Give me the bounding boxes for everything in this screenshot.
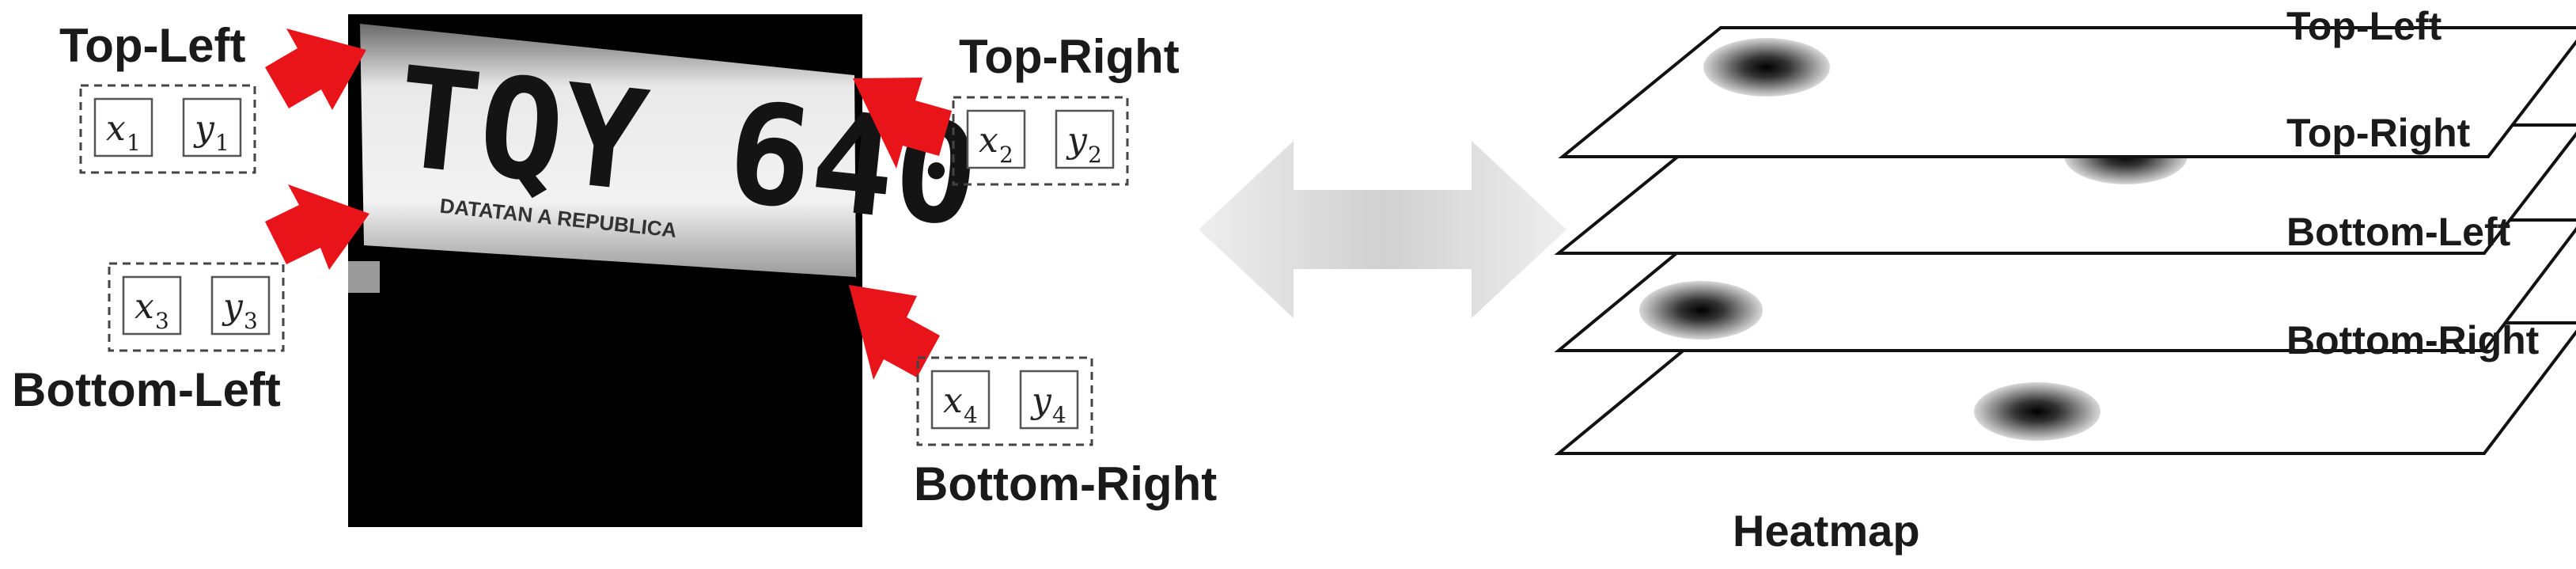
coord-x-symbol: x <box>979 120 998 161</box>
coord-y-box <box>182 97 242 157</box>
coord-x-symbol: x <box>106 108 126 149</box>
arrow-bottom-left <box>265 184 369 270</box>
coord-x-index: 2 <box>999 142 1013 168</box>
coord-y-symbol: y <box>1030 381 1052 421</box>
layer-label-bottom-left: Bottom-Left <box>2286 210 2511 254</box>
coord-box-top-right: x 2 y 2 <box>952 96 1129 186</box>
corner-arrows <box>265 28 952 380</box>
coord-group-outline <box>916 356 1093 446</box>
coord-y-symbol: y <box>222 286 244 327</box>
coord-y-box <box>1055 109 1115 169</box>
plate-image: TQY 640 DATATAN A REPUBLICA <box>348 14 986 527</box>
heatmap-blob <box>1974 382 2101 441</box>
coord-y-box <box>1019 370 1079 430</box>
arrow-bottom-right <box>849 285 940 380</box>
arrow-top-right <box>853 78 952 169</box>
coord-group-outline <box>952 96 1129 186</box>
plate-corner-patch <box>348 261 380 293</box>
corner-label-top-left: Top-Left <box>59 19 245 72</box>
layer-label-top-right: Top-Right <box>2286 111 2471 155</box>
coord-box-bottom-right: x 4 y 4 <box>916 356 1093 446</box>
coord-box-top-left: x 1 y 1 <box>79 84 256 174</box>
heatmap-layer-top-left <box>1558 26 2576 158</box>
arrow-top-left <box>265 28 366 110</box>
coord-x-box <box>122 275 182 336</box>
layer-label-bottom-right: Bottom-Right <box>2286 318 2540 362</box>
corner-label-top-right: Top-Right <box>959 30 1180 83</box>
coord-y-index: 4 <box>1052 402 1066 428</box>
corner-label-bottom-right: Bottom-Right <box>914 457 1217 510</box>
coord-x-index: 4 <box>964 402 978 428</box>
license-plate <box>360 24 856 277</box>
coord-x-symbol: x <box>943 381 963 421</box>
coord-x-symbol: x <box>134 286 154 327</box>
coord-x-box <box>930 370 991 430</box>
coord-group-outline <box>108 262 285 352</box>
coord-y-box <box>210 275 271 336</box>
bidirectional-arrow-icon <box>1199 141 1566 318</box>
coord-x-box <box>966 109 1026 169</box>
coord-y-symbol: y <box>1066 120 1088 161</box>
coord-y-index: 2 <box>1088 142 1102 168</box>
coord-y-symbol: y <box>193 108 215 149</box>
heatmap-layer-bottom-right <box>1554 321 2576 455</box>
coord-y-index: 3 <box>244 308 258 334</box>
coord-group-outline <box>79 84 256 174</box>
heatmap-blob <box>1703 38 1830 97</box>
coord-y-index: 1 <box>215 130 229 156</box>
heatmap-stack <box>1554 26 2576 455</box>
layer-label-top-left: Top-Left <box>2286 4 2442 48</box>
heatmap-blob <box>1639 281 1763 340</box>
coord-box-bottom-left: x 3 y 3 <box>108 262 285 352</box>
coord-x-box <box>93 97 153 157</box>
heatmap-title: Heatmap <box>1733 506 1920 556</box>
corner-label-bottom-left: Bottom-Left <box>12 363 281 416</box>
coord-x-index: 1 <box>127 130 141 156</box>
coord-x-index: 3 <box>155 308 169 334</box>
